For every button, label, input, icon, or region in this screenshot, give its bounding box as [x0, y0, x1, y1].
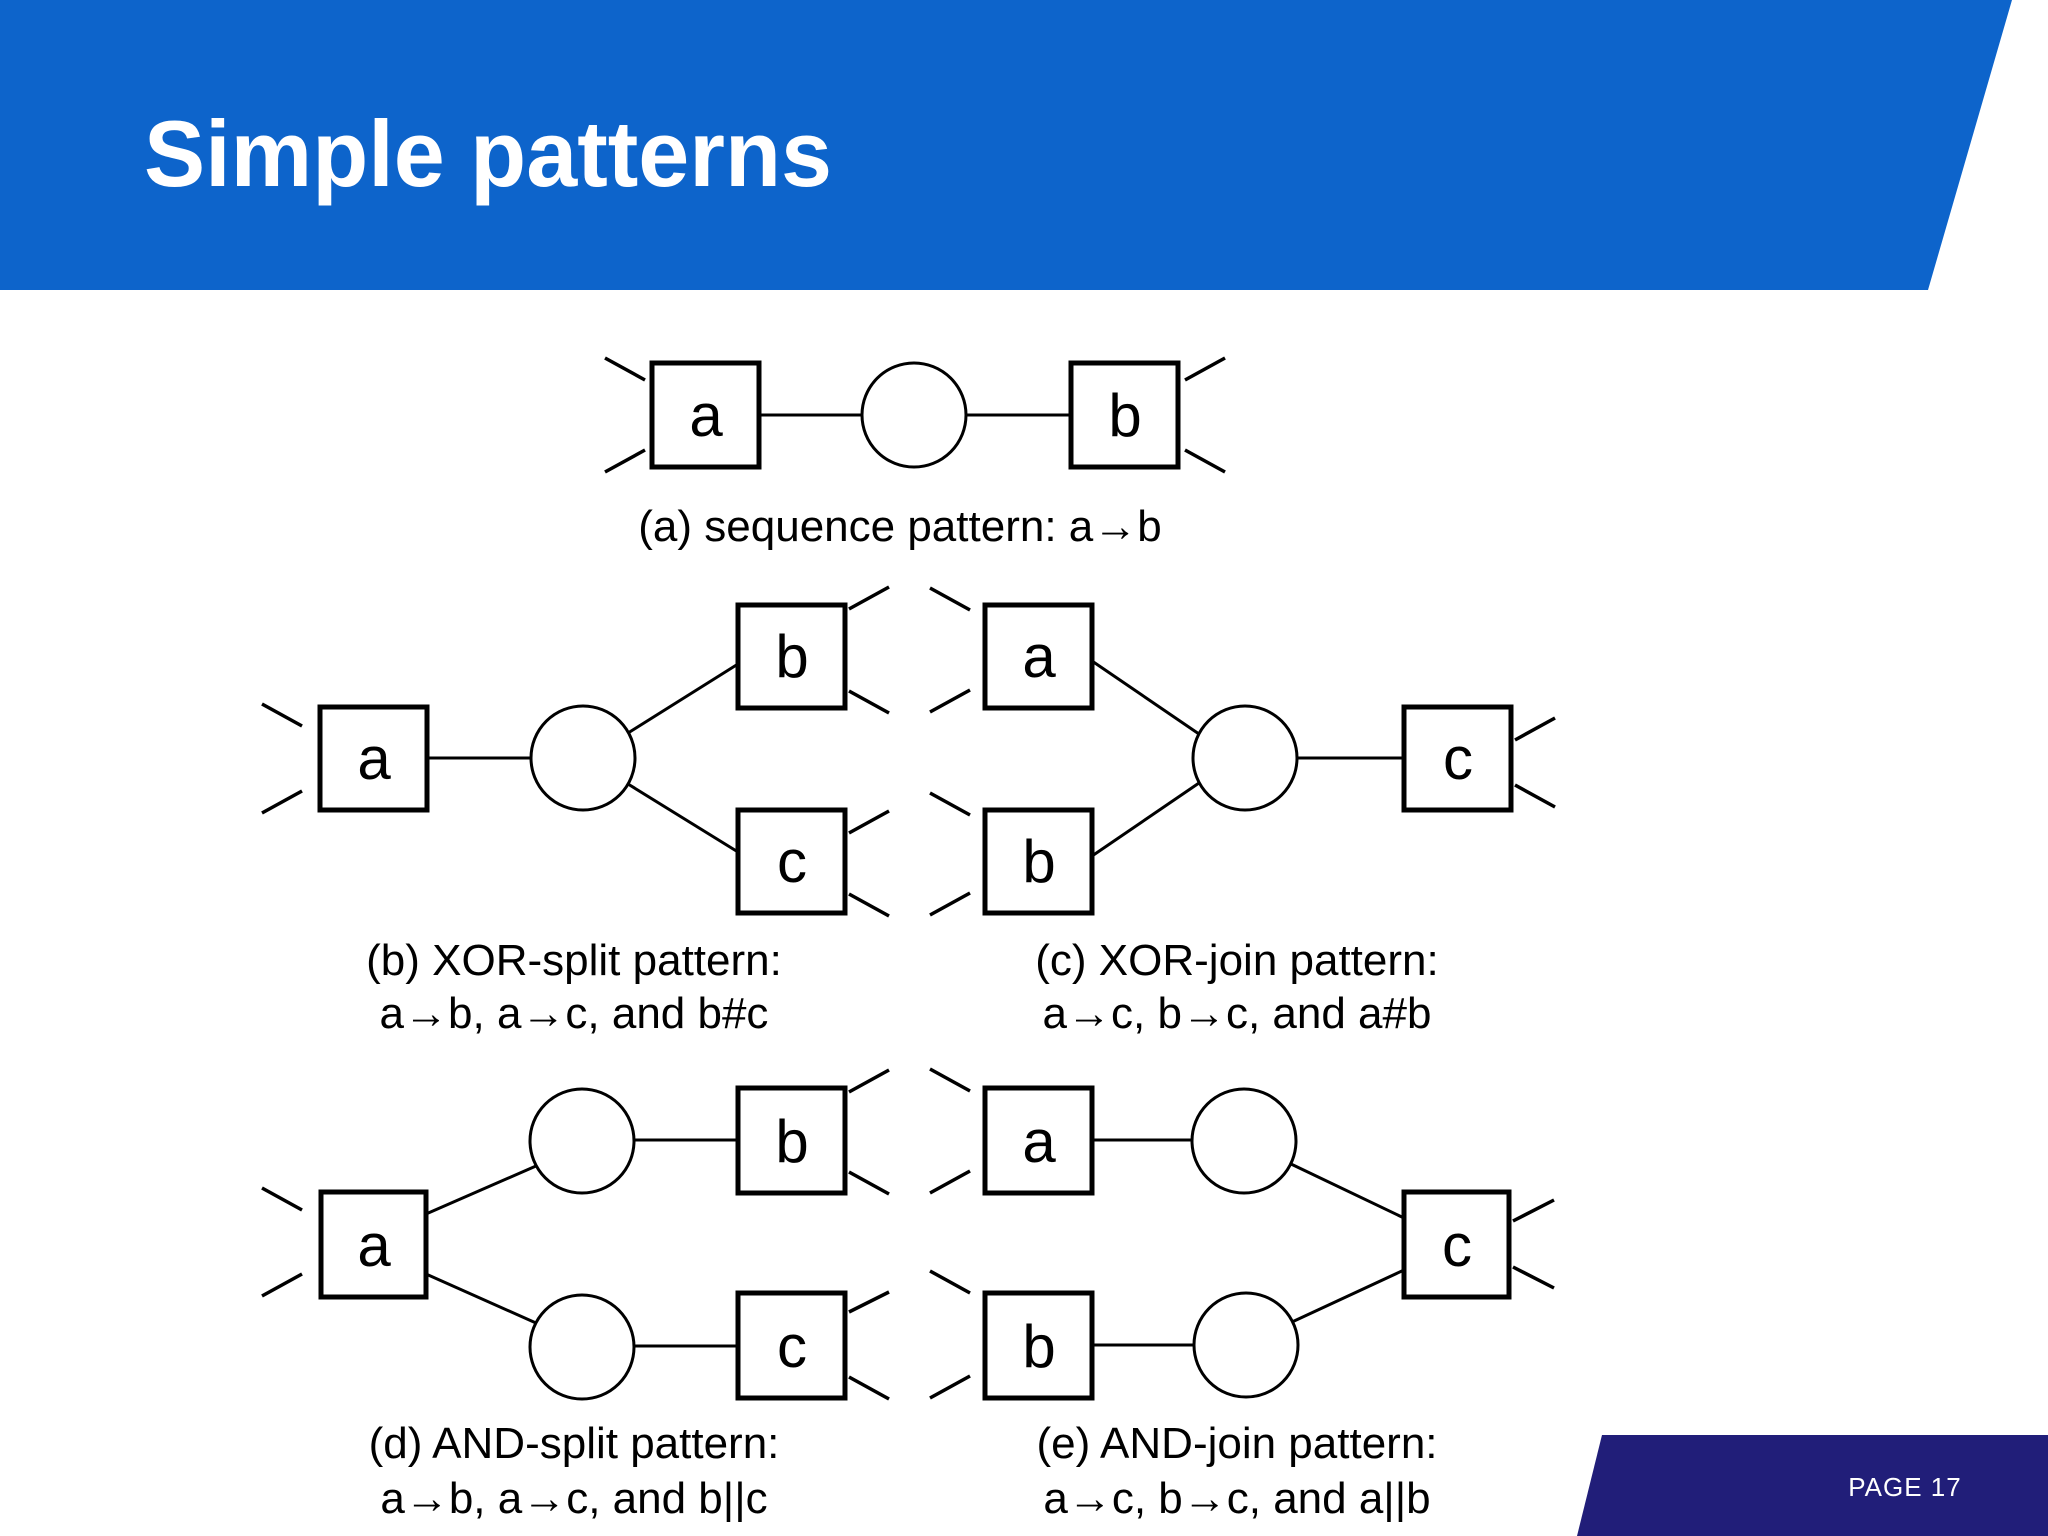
edge-stub — [1512, 1198, 1555, 1223]
transition-box-b — [1068, 360, 1181, 470]
node-label-c: c — [777, 1313, 807, 1380]
flow-edge — [1091, 781, 1200, 858]
transition-box-b — [735, 1085, 848, 1196]
diagram-caption: a→b, a→c, and b||c — [380, 1474, 767, 1523]
flow-edge — [425, 1164, 537, 1216]
place-circle — [1190, 1087, 1298, 1195]
diagram-caption: a→b, a→c, and b#c — [380, 989, 769, 1038]
transition-box-a — [317, 704, 430, 813]
edge-stub — [261, 789, 303, 815]
edge-stub — [929, 688, 971, 714]
transition-box-b — [735, 602, 848, 711]
edge-stub — [848, 585, 890, 611]
node-label-a: a — [689, 382, 723, 449]
transition-box-c — [735, 1290, 848, 1401]
edge-stub — [848, 689, 890, 715]
page-title: Simple patterns — [144, 101, 832, 206]
diagram-and-split: a b c (d) AND-split pattern: a→b, a→c, a… — [261, 1068, 890, 1523]
node-label-c: c — [1442, 1212, 1472, 1279]
edge-stub — [929, 1067, 971, 1093]
diagram-and-join: a b c (e) AND-join pattern: a→c, b→c, an… — [929, 1067, 1555, 1523]
place-circle — [1192, 1291, 1300, 1399]
transition-box-c — [1401, 704, 1514, 813]
edge-stub — [604, 448, 646, 474]
flow-edge — [1291, 1268, 1405, 1324]
node-label-a: a — [1022, 623, 1056, 690]
edge-stub — [929, 791, 971, 817]
edge-stub — [929, 1374, 971, 1400]
header-band — [0, 0, 2012, 290]
place-circle — [528, 1293, 636, 1401]
flow-edge — [1290, 1162, 1405, 1220]
place-circle — [860, 361, 968, 469]
node-label-a: a — [357, 725, 391, 792]
footer-band — [1577, 1435, 2048, 1536]
edge-stub — [1512, 1265, 1555, 1290]
diagram-caption: (a) sequence pattern: a→b — [638, 502, 1161, 551]
diagram-caption: a→c, b→c, and a#b — [1043, 989, 1432, 1038]
edge-stub — [604, 356, 646, 382]
edge-stub — [848, 1068, 890, 1094]
flow-edge — [627, 662, 739, 735]
diagram-sequence: a b (a) sequence pattern: a→b — [604, 356, 1226, 551]
node-label-c: c — [777, 828, 807, 895]
place-circle — [529, 704, 637, 812]
node-label-c: c — [1443, 725, 1473, 792]
node-label-a: a — [357, 1212, 391, 1279]
edge-stub — [929, 891, 971, 917]
node-label-a: a — [1022, 1108, 1056, 1175]
place-circle — [528, 1087, 636, 1195]
diagram-caption: (b) XOR-split pattern: — [366, 936, 782, 985]
transition-box-c — [735, 807, 848, 916]
diagram-caption: a→c, b→c, and a||b — [1043, 1474, 1430, 1523]
node-label-b: b — [1108, 382, 1141, 449]
transition-box-c — [1401, 1189, 1512, 1300]
edge-stub — [848, 1290, 890, 1314]
flow-edge — [627, 782, 739, 854]
edge-stub — [929, 1169, 971, 1195]
page-number: PAGE 17 — [1848, 1472, 1961, 1502]
edge-stub — [1184, 356, 1226, 382]
diagram-caption: (c) XOR-join pattern: — [1035, 936, 1438, 985]
node-label-b: b — [1022, 828, 1055, 895]
transition-box-a — [982, 602, 1095, 711]
diagram-xor-split: a b c (b) XOR-split pattern: a→b, a→c, a… — [261, 585, 890, 1038]
diagram-caption: (e) AND-join pattern: — [1036, 1419, 1437, 1468]
edge-stub — [848, 892, 890, 918]
edge-stub — [848, 1375, 890, 1401]
edge-stub — [1514, 783, 1556, 809]
edge-stub — [1514, 716, 1556, 742]
node-label-b: b — [1022, 1313, 1055, 1380]
transition-box-a — [318, 1189, 429, 1300]
edge-stub — [261, 702, 303, 728]
edge-stub — [929, 1269, 971, 1295]
place-circle — [1191, 704, 1299, 812]
node-label-b: b — [775, 1108, 808, 1175]
node-label-b: b — [775, 623, 808, 690]
flow-edge — [425, 1272, 537, 1325]
diagram-xor-join: a b c (c) XOR-join pattern: a→c, b→c, an… — [929, 586, 1556, 1038]
edge-stub — [261, 1272, 303, 1298]
flow-edge — [1091, 659, 1200, 736]
transition-box-b — [982, 807, 1095, 916]
transition-box-a — [982, 1085, 1095, 1196]
edge-stub — [929, 586, 971, 612]
edge-stub — [848, 809, 890, 835]
edge-stub — [848, 1170, 890, 1196]
edge-stub — [261, 1186, 303, 1212]
diagram-caption: (d) AND-split pattern: — [369, 1419, 780, 1468]
edge-stub — [1184, 448, 1226, 474]
